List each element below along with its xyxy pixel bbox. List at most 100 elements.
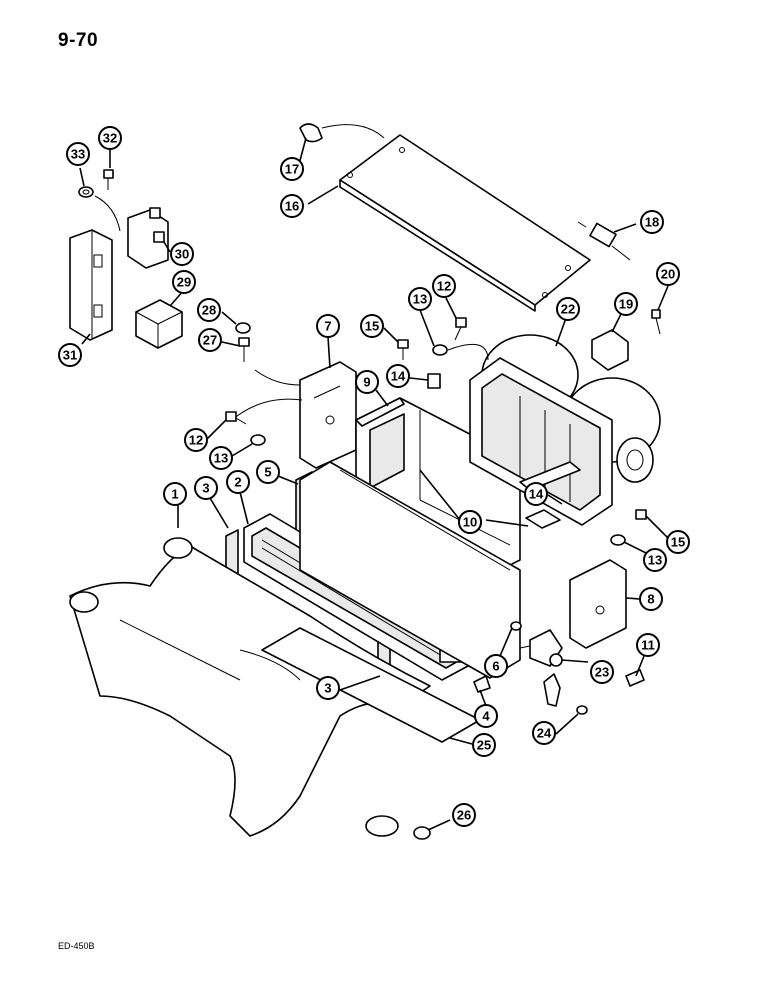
callout-31: 31 — [58, 343, 82, 367]
callout-13: 13 — [408, 287, 432, 311]
svg-text:15: 15 — [671, 535, 685, 550]
callout-25: 25 — [472, 733, 496, 757]
blower-assembly-part — [469, 334, 661, 526]
callout-3: 3 — [316, 676, 340, 700]
leader-line — [635, 655, 645, 677]
leader-line — [307, 185, 339, 205]
callout-28: 28 — [197, 298, 221, 322]
svg-text:10: 10 — [463, 515, 477, 530]
callout-26: 26 — [452, 803, 476, 827]
svg-text:29: 29 — [177, 275, 191, 290]
leader-line — [485, 519, 529, 527]
callout-13: 13 — [643, 548, 667, 572]
callout-19: 19 — [614, 292, 638, 316]
control-valve-part — [519, 629, 563, 667]
o-ring-part — [576, 705, 588, 715]
clip-part — [625, 669, 645, 687]
svg-text:33: 33 — [71, 147, 85, 162]
clamp-part — [427, 373, 441, 389]
callout-13: 13 — [209, 446, 233, 470]
leader-line — [625, 597, 641, 600]
callout-33: 33 — [66, 142, 90, 166]
leader-line — [383, 327, 399, 343]
callout-14: 14 — [386, 364, 410, 388]
svg-text:6: 6 — [492, 659, 499, 674]
svg-text:14: 14 — [391, 369, 406, 384]
svg-text:4: 4 — [482, 709, 490, 724]
callout-32: 32 — [98, 126, 122, 150]
svg-text:26: 26 — [457, 808, 471, 823]
svg-text:3: 3 — [324, 681, 331, 696]
callout-14: 14 — [524, 482, 548, 506]
leader-line — [205, 419, 227, 441]
callout-16: 16 — [280, 194, 304, 218]
screw-part — [635, 509, 647, 520]
relay-part — [135, 299, 183, 349]
leader-line — [427, 819, 451, 831]
washer-part — [78, 186, 94, 198]
svg-text:25: 25 — [477, 738, 491, 753]
resistor-part — [591, 329, 629, 371]
svg-text:2: 2 — [234, 475, 241, 490]
leader-line — [277, 475, 299, 485]
leader-line — [79, 167, 85, 187]
heater-core-cover — [299, 461, 521, 679]
svg-text:1: 1 — [171, 487, 178, 502]
callout-1: 1 — [163, 482, 187, 506]
screw-part — [238, 337, 250, 362]
callout-23: 23 — [590, 660, 614, 684]
leader-line — [499, 627, 513, 657]
svg-text:16: 16 — [285, 199, 299, 214]
o-ring-part — [413, 826, 431, 840]
svg-text:20: 20 — [661, 267, 675, 282]
washer-part — [610, 534, 626, 546]
leader-line — [419, 469, 461, 521]
svg-text:12: 12 — [189, 433, 203, 448]
callout-15: 15 — [360, 314, 384, 338]
leader-line — [209, 497, 229, 529]
svg-text:19: 19 — [619, 297, 633, 312]
screw-part — [103, 169, 114, 190]
callout-12: 12 — [432, 274, 456, 298]
callout-6: 6 — [484, 654, 508, 678]
screw-part — [397, 339, 409, 360]
callout-18: 18 — [640, 210, 664, 234]
leader-line — [657, 285, 669, 311]
svg-text:8: 8 — [647, 592, 654, 607]
svg-text:18: 18 — [645, 215, 659, 230]
washer-part — [250, 434, 266, 446]
svg-text:13: 13 — [648, 553, 662, 568]
leader-line — [221, 341, 241, 347]
callout-9: 9 — [355, 370, 379, 394]
callout-22: 22 — [556, 297, 580, 321]
leader-line — [449, 737, 473, 745]
side-bracket-part — [299, 361, 357, 469]
svg-text:14: 14 — [529, 487, 544, 502]
leader-line — [555, 317, 567, 347]
svg-text:22: 22 — [561, 302, 575, 317]
page-number: 9-70 — [58, 30, 99, 51]
callout-27: 27 — [198, 328, 222, 352]
callout-11: 11 — [636, 633, 660, 657]
svg-text:28: 28 — [202, 303, 216, 318]
leader-line — [561, 659, 589, 663]
callout-4: 4 — [474, 704, 498, 728]
callout-30: 30 — [170, 242, 194, 266]
leader-line — [645, 515, 671, 541]
screw-part — [454, 317, 467, 341]
callout-5: 5 — [256, 460, 280, 484]
clip-part — [299, 123, 323, 143]
svg-text:27: 27 — [203, 333, 217, 348]
callout-24: 24 — [532, 721, 556, 745]
leader-line — [613, 223, 637, 233]
svg-text:13: 13 — [413, 292, 427, 307]
svg-text:32: 32 — [103, 131, 117, 146]
callout-20: 20 — [656, 262, 680, 286]
connector-block-part — [127, 207, 169, 269]
washer-part — [432, 344, 448, 356]
drawing-code: ED-450B — [58, 941, 95, 951]
callout-17: 17 — [280, 157, 304, 181]
callout-7: 7 — [316, 314, 340, 338]
leader-line — [81, 333, 91, 345]
leader-line — [327, 336, 331, 369]
